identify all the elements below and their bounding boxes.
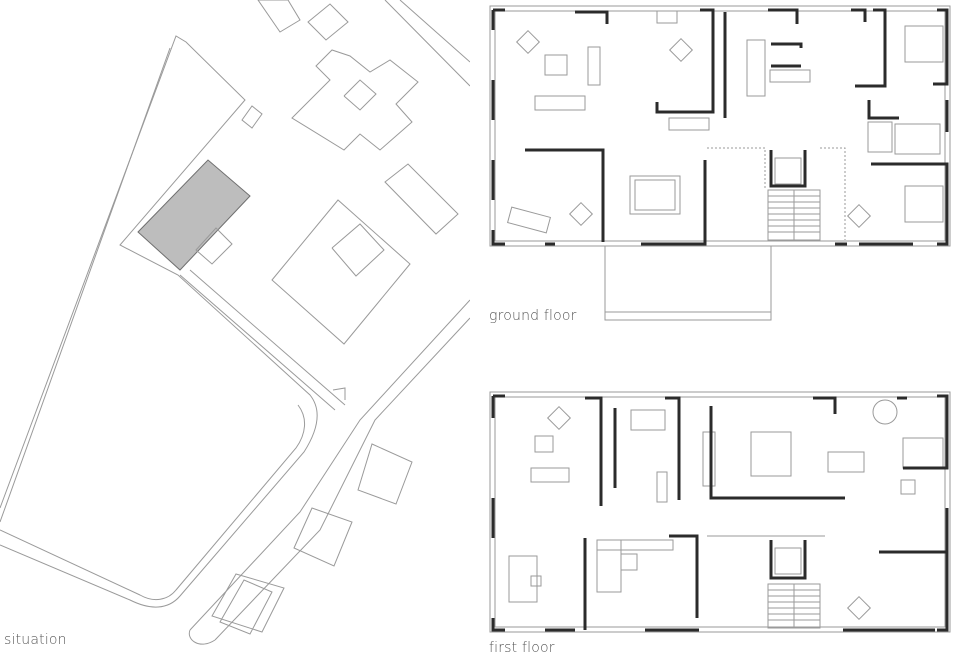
gf-kitchen-counter (770, 70, 810, 82)
gf-bed-1 (905, 26, 943, 62)
first-floor-label: first floor (489, 640, 555, 656)
ff-bath-tub (903, 438, 943, 468)
ff-side-table (535, 436, 553, 452)
gf-dining-table (635, 180, 675, 210)
ff-bench (828, 452, 864, 472)
ground-floor-plan (485, 0, 955, 330)
gf-daybed (508, 207, 551, 233)
gf-kitchen-unit (747, 40, 765, 96)
situation-label: situation (4, 632, 67, 648)
gf-wall-east-south (871, 164, 947, 244)
gf-armchair-3 (848, 205, 871, 228)
neighbor-building-3 (292, 50, 418, 150)
situation-plan (0, 0, 470, 660)
gf-lift (775, 158, 801, 184)
gf-bed-2 (905, 186, 943, 222)
gf-wall-north-4 (851, 10, 865, 22)
ff-outline-inner (495, 397, 945, 627)
gf-terrace (605, 246, 771, 320)
ff-desk-2 (509, 556, 537, 602)
ff-round-table (873, 400, 897, 424)
driveway (180, 270, 345, 410)
gf-outline-inner (495, 11, 945, 241)
gf-armchair-2 (570, 203, 593, 226)
ff-armchair (548, 407, 571, 430)
gf-outline (490, 6, 950, 246)
ff-armchair-3 (848, 597, 871, 620)
ground-floor-label: ground floor (489, 308, 577, 324)
gf-wall-south-2 (641, 160, 705, 244)
ff-wall-north-west (493, 396, 505, 418)
project-house (138, 160, 250, 270)
road-edge-west (190, 300, 470, 630)
ff-small-table (621, 554, 637, 570)
neighbor-building-7 (294, 508, 352, 566)
ff-bed-main (751, 432, 791, 476)
park-boundary (0, 36, 317, 607)
gate-marker (333, 388, 345, 400)
neighbor-building-8 (212, 574, 284, 632)
ff-outline (490, 392, 950, 632)
gf-stair (768, 190, 820, 240)
gf-armchair (670, 39, 693, 62)
gf-desk (669, 118, 709, 130)
ff-armchair-2 (901, 480, 915, 494)
gf-wall-north-1 (575, 12, 607, 24)
gf-dining-chairs (630, 176, 680, 214)
gf-wall-west (493, 80, 505, 244)
ff-shelf (657, 472, 667, 502)
ff-wall-west (493, 498, 505, 630)
gf-wall-north-3 (768, 10, 797, 24)
ff-wall-north-3 (813, 398, 835, 414)
ff-wall-north-1 (585, 398, 601, 506)
ff-wall-stair (771, 540, 805, 578)
ff-chair (531, 576, 541, 586)
gf-wall-north-5 (855, 10, 885, 86)
gf-coffee-table (545, 55, 567, 75)
gf-bath (895, 124, 940, 154)
gf-cabinet (868, 122, 892, 152)
gf-wall-partition (869, 100, 899, 118)
gf-sofa-2 (535, 96, 585, 110)
neighbor-building-1 (258, 0, 300, 32)
ff-sofa (531, 468, 569, 482)
gf-sofa (588, 47, 600, 85)
gf-lounge-chair (517, 31, 540, 54)
ff-wall-north-east (903, 396, 947, 468)
park-inner-boundary (0, 48, 305, 600)
neighbor-building-6 (358, 444, 412, 504)
neighbor-building-9 (220, 580, 272, 634)
neighbor-shed (242, 106, 262, 128)
ff-wardrobe (703, 432, 715, 486)
neighbor-building-3-detail (344, 80, 376, 110)
first-floor-plan (485, 388, 955, 648)
ff-wall-east (937, 508, 947, 630)
gf-dotted-partition-2 (820, 148, 845, 240)
gf-wall-north-west (493, 10, 505, 30)
neighbor-building-4 (385, 164, 458, 234)
ff-lift (775, 548, 801, 574)
gf-wall-north-east (933, 10, 947, 84)
upper-road (385, 0, 470, 86)
neighbor-building-5-detail (332, 224, 384, 276)
gf-wall-living (525, 150, 603, 242)
ff-desk (631, 410, 665, 430)
ff-wall-living-south (669, 536, 697, 618)
ff-l-shelf-2 (597, 540, 673, 550)
gf-dotted-partition (707, 148, 765, 190)
neighbor-building-2 (308, 4, 348, 40)
ff-stair (768, 584, 820, 628)
gf-wall-stair (771, 150, 805, 186)
road-curve (189, 630, 215, 644)
neighbor-building-5 (272, 200, 410, 344)
gf-wall-kitchen (771, 44, 801, 66)
ff-wall-north-2 (665, 398, 679, 500)
ff-l-shelf (597, 540, 621, 592)
ff-wall-spine (711, 406, 845, 498)
gf-fireplace (657, 11, 677, 23)
project-terrace (196, 228, 232, 264)
gf-wall-north-2 (657, 10, 713, 112)
road-edge-east (215, 318, 470, 640)
